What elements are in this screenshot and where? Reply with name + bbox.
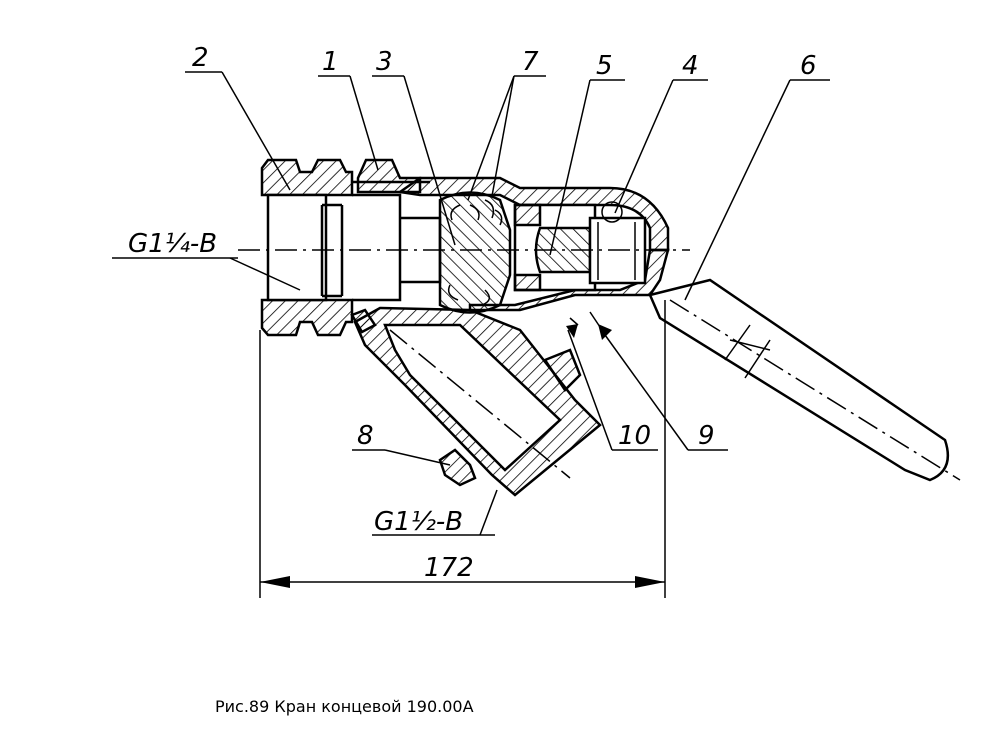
thread-label-lower: G1½-B bbox=[372, 489, 498, 537]
dimension-172: 172 bbox=[259, 300, 666, 598]
callout-8: 8 bbox=[352, 421, 451, 466]
callout-2: 2 bbox=[185, 43, 291, 191]
callout-10-text: 10 bbox=[618, 421, 651, 451]
nipple-part-2 bbox=[260, 158, 354, 337]
callout-4: 4 bbox=[614, 51, 708, 214]
callout-9-text: 9 bbox=[698, 421, 715, 451]
callout-7: 7 bbox=[467, 47, 546, 201]
callout-3: 3 bbox=[372, 47, 456, 246]
axis-branch bbox=[389, 329, 571, 479]
nut-part-1 bbox=[352, 158, 430, 194]
callout-4-text: 4 bbox=[682, 51, 699, 81]
callout-2-text: 2 bbox=[192, 43, 209, 73]
callout-6-text: 6 bbox=[800, 51, 817, 81]
axis-handle bbox=[669, 299, 961, 481]
callout-3-text: 3 bbox=[376, 47, 393, 77]
thread-lower-text: G1½-B bbox=[374, 507, 463, 537]
callout-5-text: 5 bbox=[596, 51, 613, 81]
callout-6: 6 bbox=[684, 51, 830, 301]
callout-10: 10 bbox=[566, 324, 658, 451]
callout-1: 1 bbox=[318, 47, 379, 171]
callout-1-text: 1 bbox=[322, 47, 339, 77]
callout-5: 5 bbox=[549, 51, 625, 256]
thread-label-upper: G1¼-B bbox=[112, 229, 301, 291]
callout-8-text: 8 bbox=[357, 421, 374, 451]
thread-upper-text: G1¼-B bbox=[128, 229, 217, 259]
callout-7-text: 7 bbox=[522, 47, 539, 77]
figure-caption: Рис.89 Кран концевой 190.00А bbox=[215, 697, 474, 716]
callout-9: 9 bbox=[598, 324, 728, 451]
dimension-label: 172 bbox=[424, 553, 474, 583]
